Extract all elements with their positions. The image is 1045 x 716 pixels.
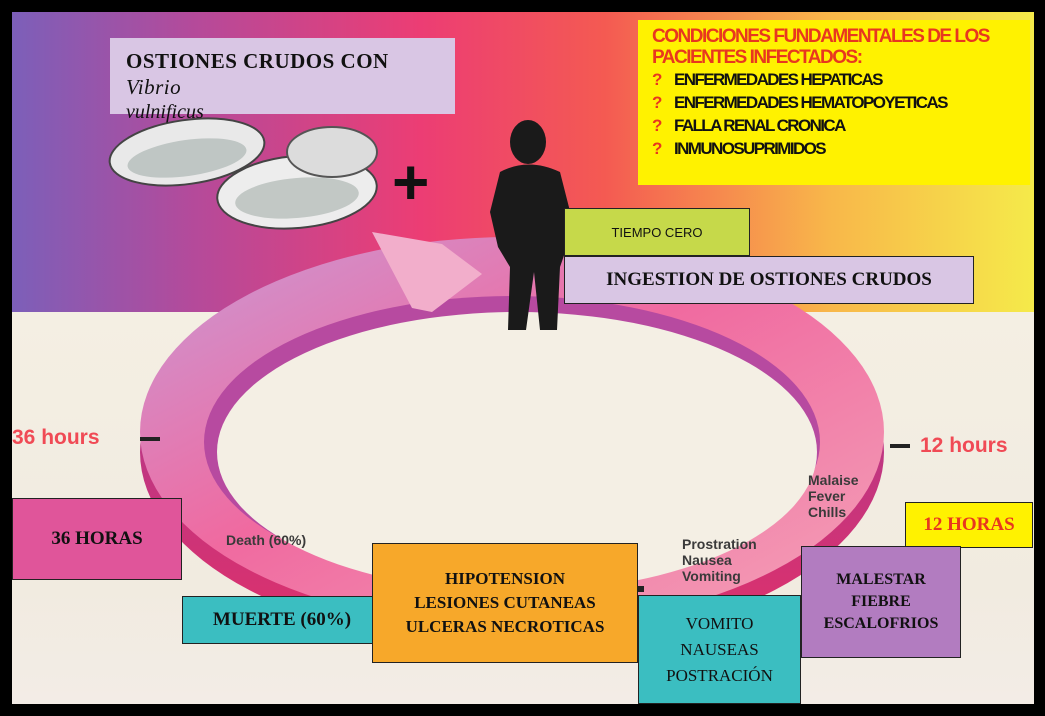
conditions-title-1: CONDICIONES FUNDAMENTALES DE LOS bbox=[652, 26, 990, 47]
box-hipotension: HIPOTENSION LESIONES CUTANEAS ULCERAS NE… bbox=[372, 543, 638, 663]
box-muerte: MUERTE (60%) bbox=[182, 596, 382, 644]
plus-sign: + bbox=[392, 146, 430, 218]
ring-hole bbox=[217, 312, 817, 592]
conditions-title-2: PACIENTES INFECTADOS: bbox=[652, 47, 863, 68]
eng-death: Death (60%) bbox=[226, 532, 307, 548]
person-silhouette bbox=[490, 120, 602, 330]
box-36-horas: 36 HORAS bbox=[12, 498, 182, 580]
hours-36-label: 36 hours bbox=[12, 426, 100, 449]
condition-item: ?ENFERMEDADES HEPATICAS bbox=[652, 70, 883, 89]
title-text: OSTIONES CRUDOS CON bbox=[126, 49, 389, 73]
box-malestar: MALESTAR FIEBRE ESCALOFRIOS bbox=[801, 546, 961, 658]
title-box: OSTIONES CRUDOS CON Vibrio vulnificus bbox=[110, 38, 455, 123]
title-italic: Vibrio bbox=[126, 75, 182, 99]
arrow-head bbox=[372, 232, 482, 312]
slide: OSTIONES CRUDOS CON Vibrio vulnificus CO… bbox=[12, 12, 1034, 704]
conditions-box: CONDICIONES FUNDAMENTALES DE LOS PACIENT… bbox=[638, 20, 1030, 185]
ingestion-box: INGESTION DE OSTIONES CRUDOS bbox=[564, 256, 974, 304]
condition-item: ?ENFERMEDADES HEMATOPOYETICAS bbox=[652, 93, 948, 112]
tiempo-cero-box: TIEMPO CERO bbox=[564, 208, 750, 256]
condition-item: ?INMUNOSUPRIMIDOS bbox=[652, 139, 827, 158]
oysters-image bbox=[108, 117, 378, 230]
hours-12-label: 12 hours bbox=[920, 434, 1008, 457]
box-12-horas: 12 HORAS bbox=[905, 502, 1033, 548]
box-vomito: VOMITO NAUSEAS POSTRACIÓN bbox=[638, 595, 801, 704]
cycle-diagram bbox=[108, 117, 910, 647]
condition-item: ?FALLA RENAL CRONICA bbox=[652, 116, 846, 135]
title-italic-2: vulnificus bbox=[126, 101, 204, 123]
